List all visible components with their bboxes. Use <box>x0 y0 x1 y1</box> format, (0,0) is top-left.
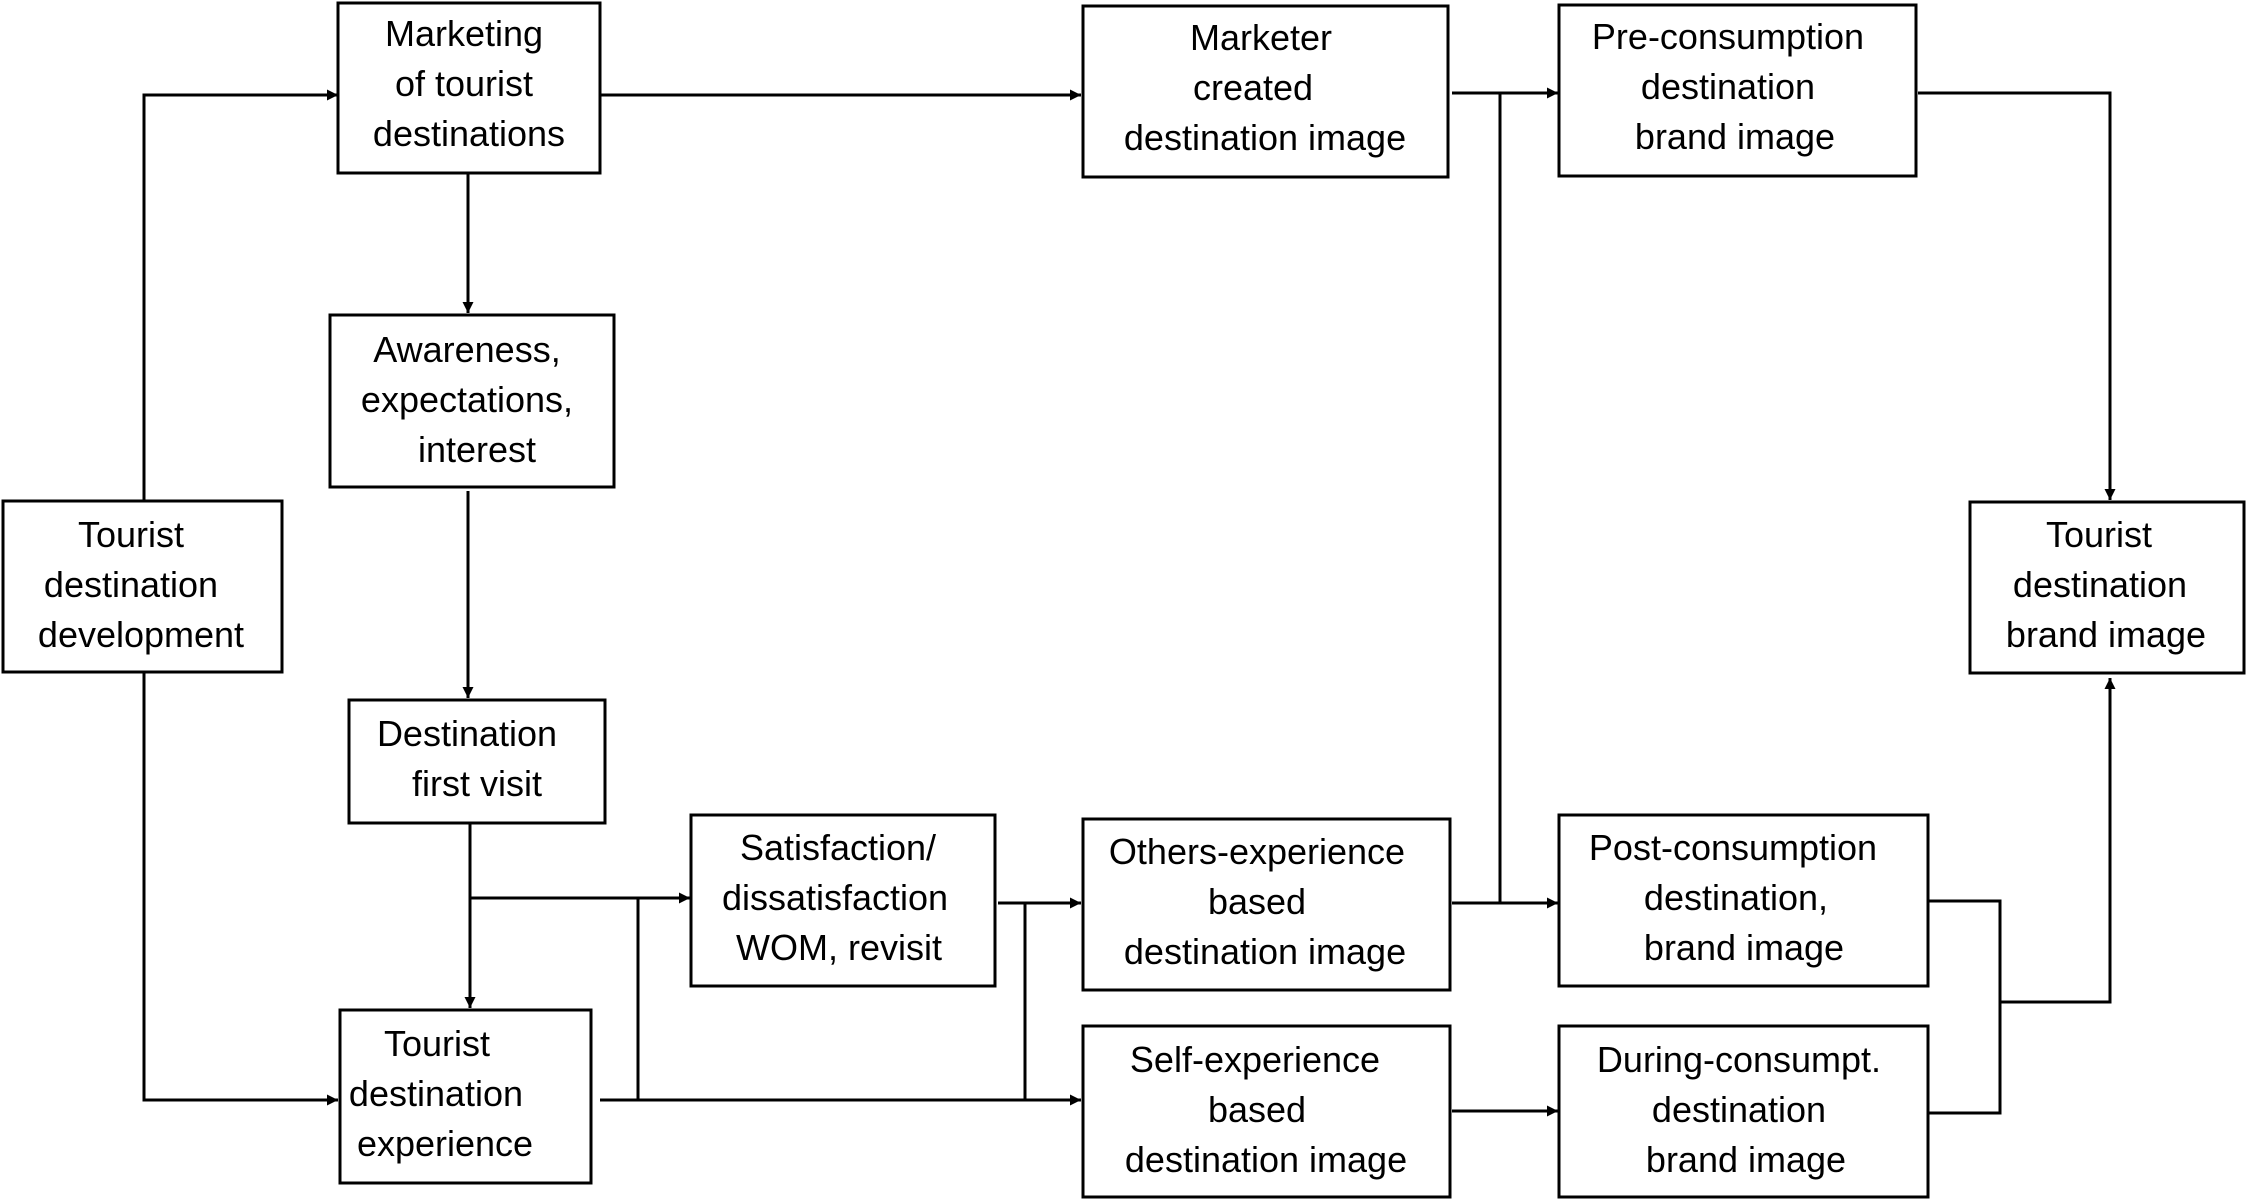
box-satisfaction: Satisfaction/ dissatisfaction WOM, revis… <box>689 813 997 988</box>
box-during-consumption-line-2: destination <box>1652 1089 1826 1130</box>
box-development: Tourist destination development <box>1 499 284 674</box>
box-brand-image: Tourist destination brand image <box>1968 500 2246 675</box>
box-experience-line-2: destination <box>349 1073 523 1114</box>
box-others-image-line-1: Others-experience <box>1109 831 1405 872</box>
box-marketing: Marketing of tourist destinations <box>336 1 602 175</box>
box-post-consumption-line-3: brand image <box>1644 927 1844 968</box>
box-development-line-1: Tourist <box>78 514 184 555</box>
box-during-consumption-line-3: brand image <box>1646 1139 1846 1180</box>
box-during-consumption-line-1: During-consumpt. <box>1597 1039 1881 1080</box>
box-brand-image-line-3: brand image <box>2006 614 2206 655</box>
box-brand-image-line-1: Tourist <box>2046 514 2152 555</box>
box-awareness: Awareness, expectations, interest <box>328 313 616 489</box>
box-pre-consumption-line-2: destination <box>1641 66 1815 107</box>
svg-text:Awareness, expectation: Awareness, expectations, interest <box>361 329 583 470</box>
box-satisfaction-line-2: dissatisfaction <box>722 877 948 918</box>
box-satisfaction-line-3: WOM, revisit <box>736 927 942 968</box>
box-experience-line-3: experience <box>357 1123 533 1164</box>
box-others-image-line-2: based <box>1208 881 1306 922</box>
box-pre-consumption: Pre-consumption destination brand image <box>1557 3 1918 178</box>
box-post-consumption-line-1: Post-consumption <box>1589 827 1877 868</box>
box-first-visit-line-1: Destination <box>377 713 557 754</box>
box-self-image-line-1: Self-experience <box>1130 1039 1380 1080</box>
box-self-image-line-2: based <box>1208 1089 1306 1130</box>
svg-text:Others-experience base: Others-experience based destination imag… <box>1109 831 1415 972</box>
svg-text:Self-experience based: Self-experience based destination image <box>1125 1039 1407 1180</box>
svg-text:Tourist destination: Tourist destination experience <box>349 1023 533 1164</box>
box-marketing-line-2: of tourist <box>395 63 533 104</box>
box-brand-image-line-2: destination <box>2013 564 2187 605</box>
box-marketer-image-line-2: created <box>1193 67 1313 108</box>
box-awareness-line-2: expectations, <box>361 379 573 420</box>
svg-text:Tourist destination: Tourist destination brand image <box>2006 514 2206 655</box>
box-awareness-line-1: Awareness, <box>373 329 560 370</box>
edge-post-consumption-to-merge <box>1928 899 2002 1115</box>
box-post-consumption-line-2: destination, <box>1644 877 1828 918</box>
edge-development-to-experience <box>142 672 338 1106</box>
box-pre-consumption-line-1: Pre-consumption <box>1592 16 1864 57</box>
svg-text:Satisfaction/ dissatis: Satisfaction/ dissatisfaction WOM, revis… <box>722 827 958 968</box>
box-experience-line-1: Tourist <box>384 1023 490 1064</box>
svg-text:Marketer created: Marketer created destination image <box>1124 17 1406 158</box>
box-marketer-image-line-3: destination image <box>1124 117 1406 158</box>
box-awareness-line-3: interest <box>418 429 536 470</box>
svg-text:Destination first visi: Destination first visit <box>377 713 567 804</box>
box-satisfaction-line-1: Satisfaction/ <box>740 827 936 868</box>
box-pre-consumption-line-3: brand image <box>1635 116 1835 157</box>
svg-text:Post-consumption desti: Post-consumption destination, brand imag… <box>1589 827 1887 968</box>
box-marketing-line-3: destinations <box>373 113 565 154</box>
edge-development-to-marketing <box>142 89 338 501</box>
box-marketing-line-1: Marketing <box>385 13 543 54</box>
box-development-line-3: development <box>38 614 244 655</box>
svg-text:During-consumpt. desti: During-consumpt. destination brand image <box>1597 1039 1891 1180</box>
box-development-line-2: destination <box>44 564 218 605</box>
box-others-image-line-3: destination image <box>1124 931 1406 972</box>
box-marketer-image: Marketer created destination image <box>1081 4 1450 179</box>
svg-text:Marketing of tourist: Marketing of tourist destinations <box>373 13 565 154</box>
box-self-image: Self-experience based destination image <box>1081 1024 1452 1199</box>
box-first-visit-line-2: first visit <box>412 763 542 804</box>
box-post-consumption: Post-consumption destination, brand imag… <box>1557 813 1930 988</box>
edge-pre-consumption-to-brand-image <box>1918 91 2116 500</box>
svg-text:Pre-consumption destin: Pre-consumption destination brand image <box>1592 16 1874 157</box>
box-marketer-image-line-1: Marketer <box>1190 17 1332 58</box>
connectors <box>142 87 2116 1117</box>
box-during-consumption: During-consumpt. destination brand image <box>1557 1024 1930 1199</box>
box-self-image-line-3: destination image <box>1125 1139 1407 1180</box>
edge-merge-to-brand-image <box>2000 678 2116 1004</box>
box-others-image: Others-experience based destination imag… <box>1081 817 1452 992</box>
box-first-visit: Destination first visit <box>347 698 607 825</box>
svg-text:Tourist destination: Tourist destination development <box>38 514 244 655</box>
box-experience: Tourist destination experience <box>338 1008 593 1185</box>
